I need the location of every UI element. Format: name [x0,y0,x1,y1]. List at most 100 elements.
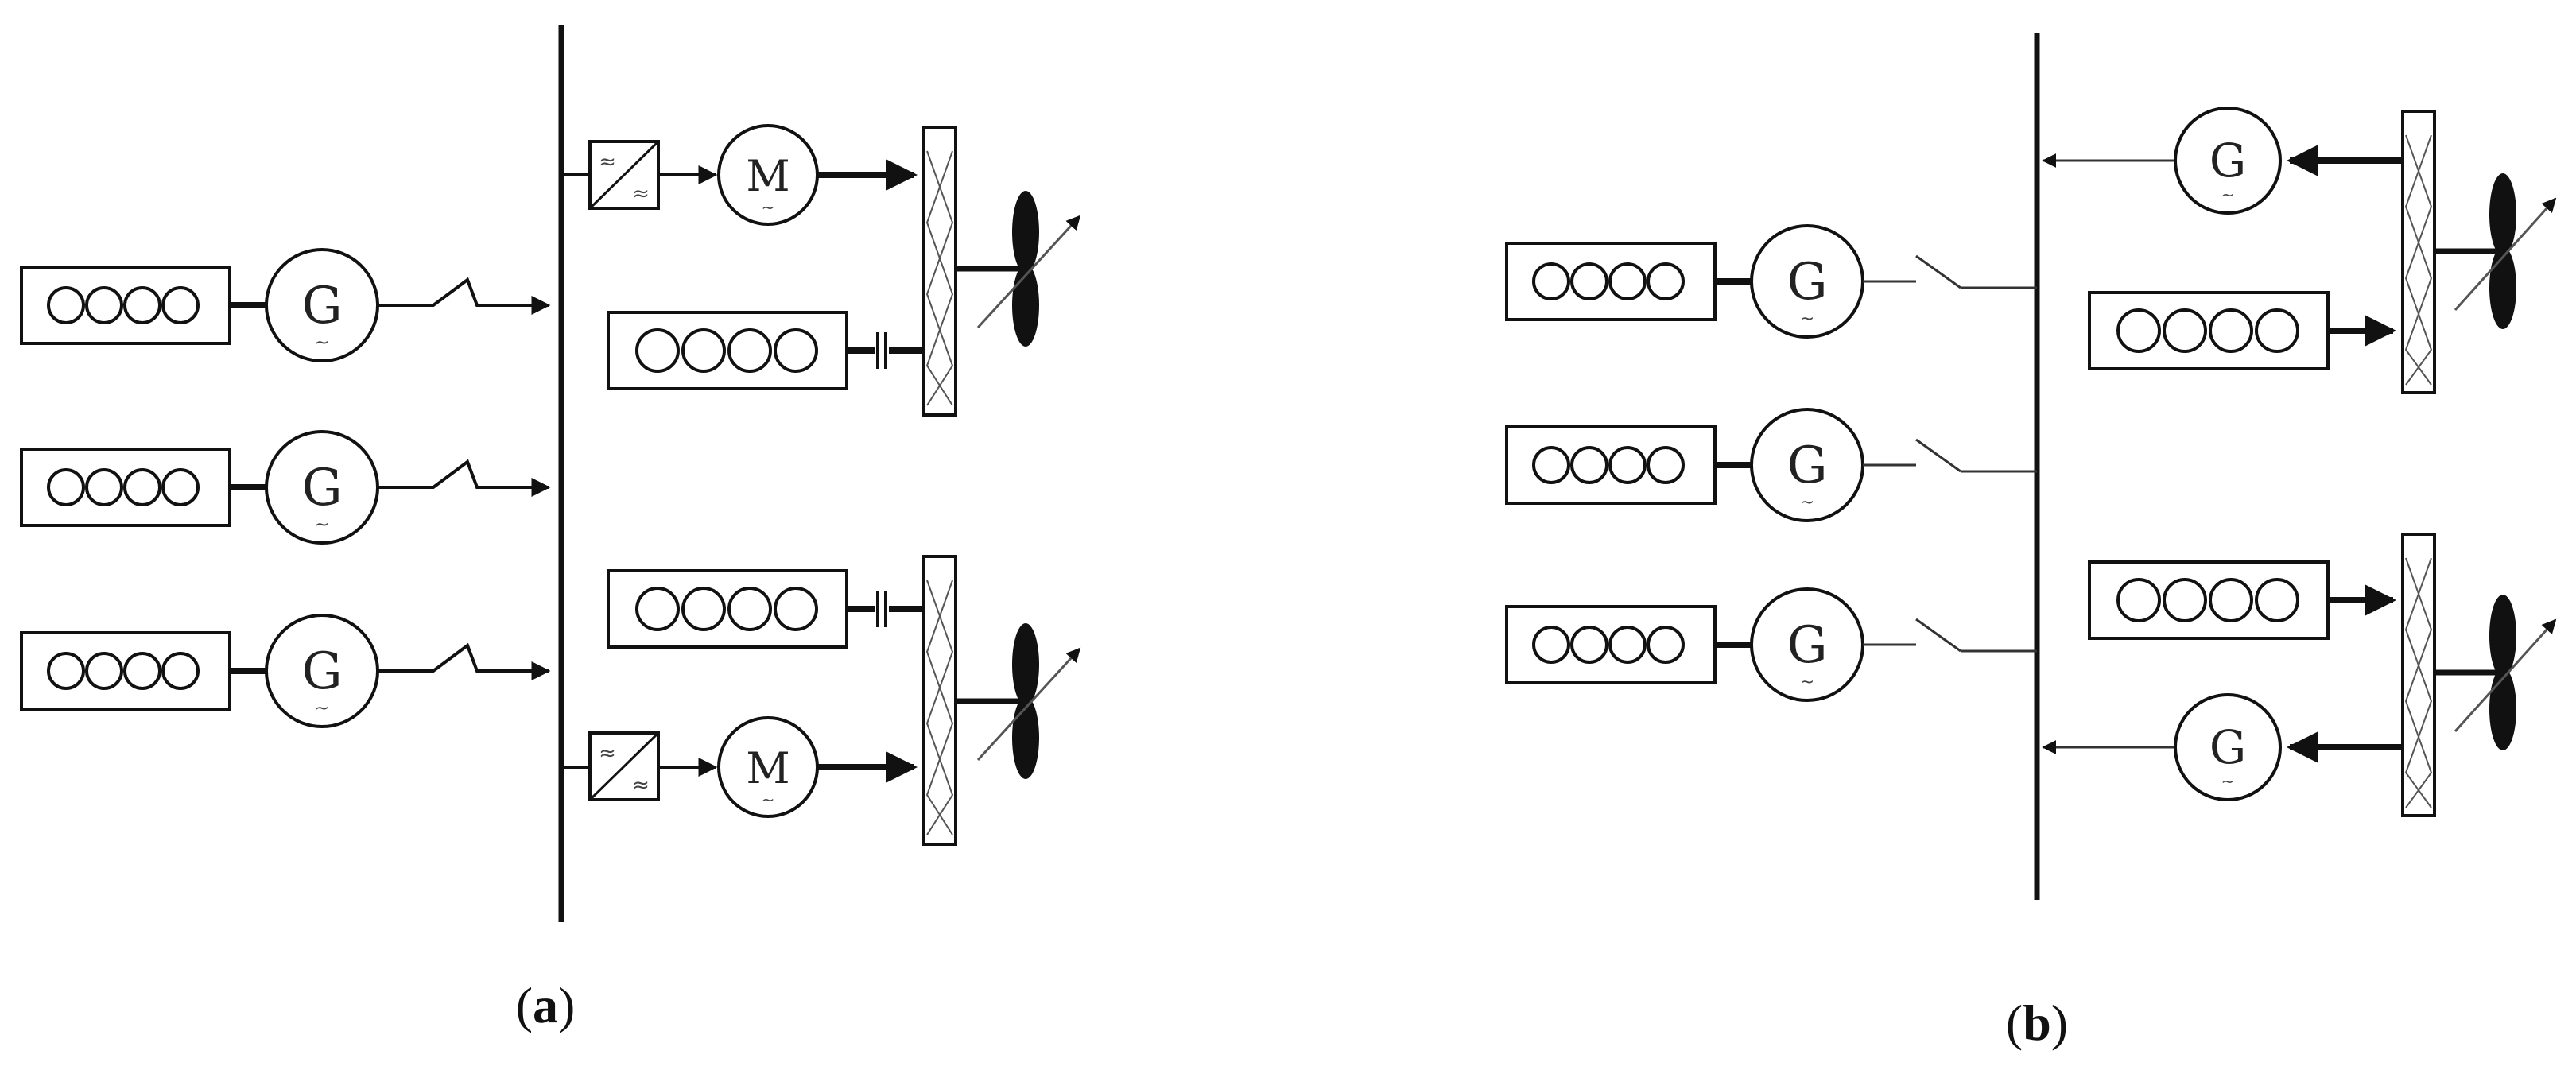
engine-cylinder [161,468,200,506]
gearbox-hatch [925,580,954,835]
converter-in-symbol: ≈ [599,742,616,766]
converter-diagonal [588,140,660,210]
engine-cylinder [2116,308,2161,353]
shaft-generator-icon [2174,693,2282,801]
propeller-blade [2489,173,2516,256]
propeller-blade [1012,623,1039,706]
generator-symbol: G [2209,720,2246,774]
engine-cylinder [85,652,123,690]
gearbox-hatch [925,150,954,406]
diesel-engine [607,569,848,649]
breaker-link [378,277,551,315]
shaft-generator-icon [2174,107,2282,215]
ac-tilde: ~ [1800,309,1814,329]
panel-label-b: (b) [2006,994,2068,1051]
engine-cylinder [47,468,85,506]
engine-cylinder [2163,578,2207,622]
engine-cylinder [1647,446,1685,484]
engine-cylinder [1570,262,1608,300]
engine-cylinder [727,328,772,373]
generator-symbol: G [301,277,342,335]
engine-cylinder [2255,308,2299,353]
gearbox [922,126,957,417]
engine-cylinder [85,468,123,506]
ac-tilde: ~ [762,790,775,809]
open-switch [1915,618,1961,653]
engine-cylinder [727,587,772,631]
diesel-generator-set: G ~ [1505,224,2037,339]
gearbox [2401,110,2436,394]
generator-symbol: G [1787,616,1827,675]
engine-cylinder [2255,578,2299,622]
ac-tilde: ~ [315,333,329,353]
generator-symbol: G [2209,134,2246,188]
panel-b: G ~ G ~ G [1505,33,2557,1051]
panel-a: G ~ G ~ G ~ [20,25,1081,1033]
engine-cylinder [1532,262,1570,300]
lower-propulsion-train: ≈ ≈ M ~ [561,555,1081,846]
engine-cylinder [161,652,200,690]
engine-cylinder [2163,308,2207,353]
engine-cylinder [123,652,161,690]
generator-symbol: G [301,642,342,701]
diesel-generator-set: G ~ [1505,587,2037,702]
engine-cylinder [123,468,161,506]
open-switch [1915,254,1961,289]
converter-out-symbol: ≈ [632,182,650,206]
engine-cylinder [1570,626,1608,664]
engine-cylinder [1570,446,1608,484]
engine-cylinder [47,286,85,324]
ac-tilde: ~ [2221,772,2235,791]
diesel-generator-set: G ~ [20,430,551,545]
propeller-blade [1012,264,1039,347]
breaker-link [378,459,551,497]
generator-symbol: G [301,459,342,518]
engine-cylinder [1608,262,1647,300]
engine-cylinder [774,587,818,631]
engine-cylinder [774,328,818,373]
ac-tilde: ~ [315,699,329,719]
diesel-generator-set: G ~ [20,614,551,728]
panel-label-a: (a) [516,977,576,1033]
engine-cylinder [1608,626,1647,664]
engine-cylinder [681,587,726,631]
engine-cylinder [161,286,200,324]
engine-cylinder [2116,578,2161,622]
engine-cylinder [635,587,680,631]
propeller-blade [1012,696,1039,779]
engine-cylinder [635,328,680,373]
diesel-generator-set: G ~ [1505,408,2037,522]
lower-shaft-generator-train: G ~ [2042,533,2557,817]
variable-pitch-arrow [976,215,1081,329]
gearbox-hatch [925,150,954,406]
engine-cylinder [1532,626,1570,664]
propeller-blade [1012,191,1039,273]
gearbox [922,555,957,846]
gearbox-hatch [2404,134,2433,386]
open-switch [1915,438,1961,473]
variable-pitch-arrow [976,647,1081,762]
ac-tilde: ~ [1800,493,1814,513]
gearbox-hatch [2404,134,2433,386]
ac-tilde: ~ [315,515,329,535]
engine-cylinder [47,652,85,690]
gearbox-hatch [925,580,954,835]
gearbox [2401,533,2436,817]
variable-pitch-arrow [2454,197,2557,312]
variable-pitch-arrow [2454,618,2557,733]
engine-cylinder [681,328,726,373]
engine-cylinder [85,286,123,324]
engine-cylinder [1647,626,1685,664]
converter-diagonal [588,731,660,801]
upper-shaft-generator-train: G ~ [2042,107,2557,394]
engine-cylinder [2209,578,2253,622]
generator-symbol: G [1787,436,1827,495]
engine-cylinder [1647,262,1685,300]
propeller-blade [2489,595,2516,677]
gearbox-hatch [2404,557,2433,808]
ac-tilde: ~ [2221,185,2235,204]
motor-symbol: M [746,743,789,793]
upper-propulsion-train: ≈ ≈ M ~ [561,124,1081,417]
engine-cylinder [2209,308,2253,353]
